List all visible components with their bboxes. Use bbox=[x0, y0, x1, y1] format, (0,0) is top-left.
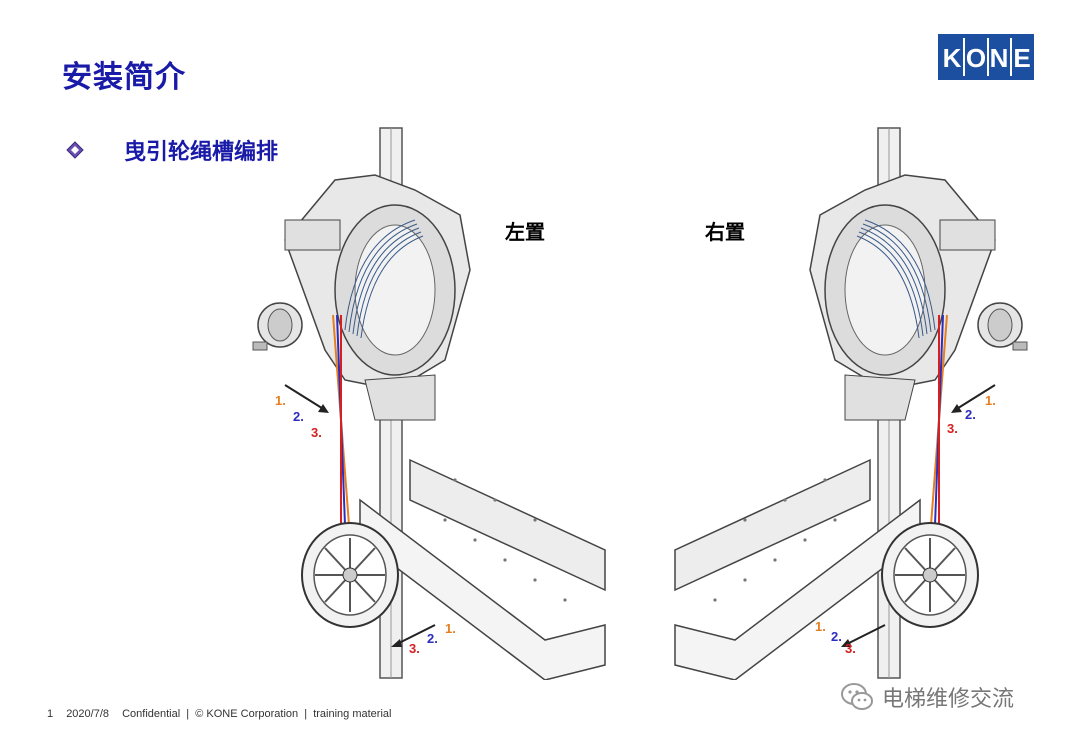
right-top-num3: 3. bbox=[947, 421, 958, 436]
footer-date: 2020/7/8 bbox=[66, 708, 110, 720]
left-top-num1: 1. bbox=[275, 393, 286, 408]
left-bottom-num1: 1. bbox=[445, 621, 456, 636]
kone-logo: K O N E bbox=[938, 34, 1034, 80]
left-top-num2: 2. bbox=[293, 409, 304, 424]
bullet-row: 曳引轮绳槽编排 bbox=[66, 134, 278, 166]
label-left-placement: 左置 bbox=[505, 220, 545, 244]
label-right-placement: 右置 bbox=[705, 220, 745, 244]
right-bottom-num2: 2. bbox=[831, 629, 842, 644]
watermark: 电梯维修交流 bbox=[840, 680, 1014, 714]
footer-text: Confidential | © KONE Corporation | trai… bbox=[122, 708, 392, 720]
right-bottom-num1: 1. bbox=[815, 619, 826, 634]
right-bottom-num3: 3. bbox=[845, 641, 856, 656]
svg-text:O: O bbox=[966, 43, 986, 73]
page-number: 1 bbox=[47, 708, 54, 720]
svg-text:N: N bbox=[990, 43, 1009, 73]
right-top-num2: 2. bbox=[965, 407, 976, 422]
right-traction-diagram: 1. 2. 3. 1. 2. 3. bbox=[674, 127, 1028, 680]
svg-text:K: K bbox=[943, 43, 962, 73]
page-title: 安装简介 bbox=[62, 60, 186, 95]
svg-text:E: E bbox=[1013, 43, 1030, 73]
left-bottom-num3: 3. bbox=[409, 641, 420, 656]
left-traction-diagram: 1. 2. 3. 1. 2. 3. bbox=[252, 127, 606, 680]
watermark-text: 电梯维修交流 bbox=[882, 687, 1015, 712]
right-top-num1: 1. bbox=[985, 393, 996, 408]
diamond-bullet-icon bbox=[66, 141, 84, 159]
bullet-text: 曳引轮绳槽编排 bbox=[124, 140, 279, 165]
footer: 1 2020/7/8 Confidential | © KONE Corpora… bbox=[47, 708, 391, 720]
left-top-num3: 3. bbox=[311, 425, 322, 440]
wechat-icon bbox=[841, 683, 873, 710]
left-bottom-num2: 2. bbox=[427, 631, 438, 646]
